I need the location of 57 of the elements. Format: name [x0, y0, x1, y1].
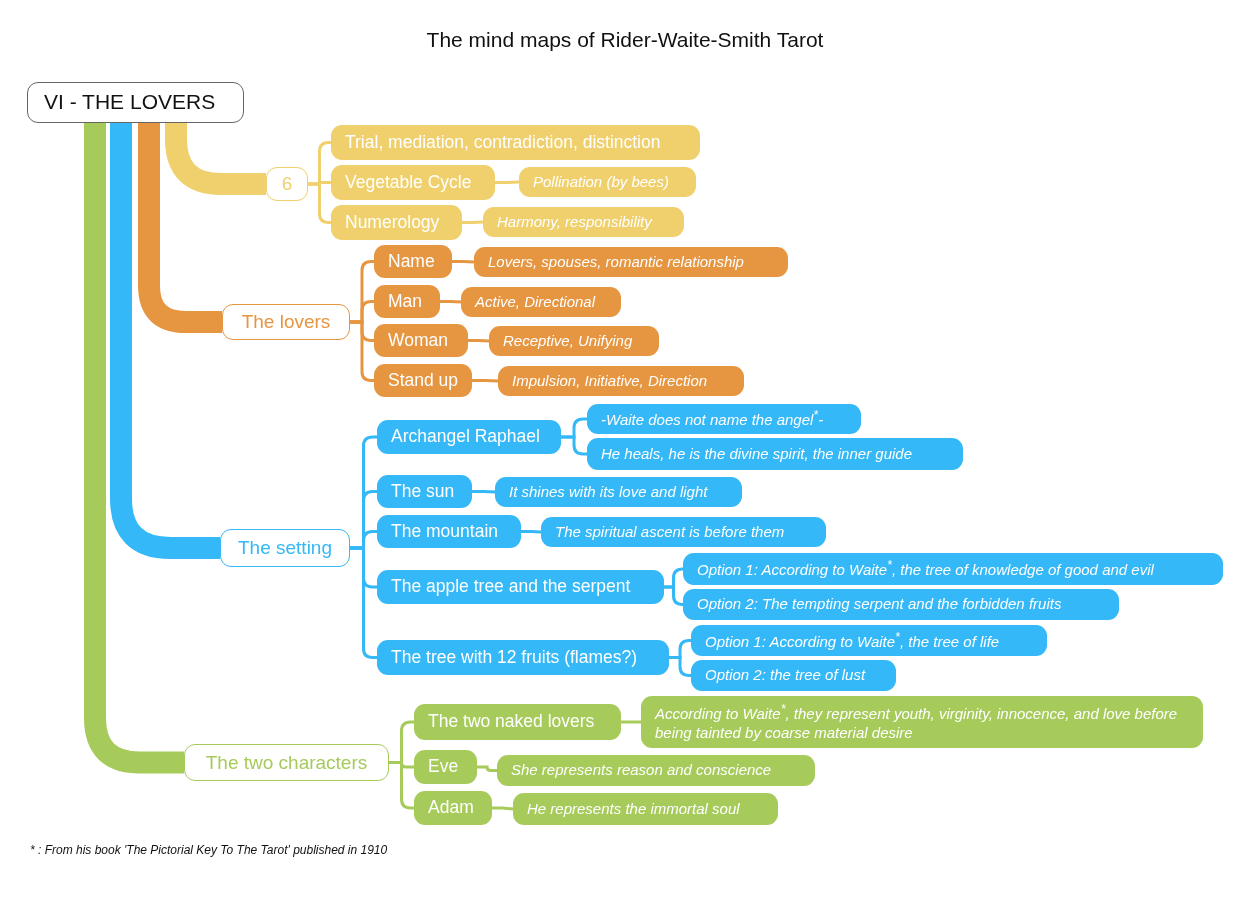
subtopic-box: Trial, mediation, contradiction, distinction — [331, 125, 700, 160]
central-topic-box: VI - THE LOVERS — [27, 82, 244, 123]
subtopic-box: The mountain — [377, 515, 521, 548]
detail-box: Active, Directional — [461, 287, 621, 317]
detail-box: According to Waite$^{*}$, they represent youth, virginity, innocence, and love before being tainted by coarse material desire — [641, 696, 1203, 748]
connector-line — [495, 180, 520, 184]
diagram-title: The mind maps of Rider-Waite-Smith Tarot — [425, 28, 825, 52]
connector-line — [452, 260, 475, 264]
subtopic-box: Adam — [414, 791, 492, 825]
connector-line — [468, 339, 490, 343]
subtopic-box: Vegetable Cycle — [331, 165, 495, 200]
detail-box: She represents reason and conscience — [497, 755, 815, 786]
branch-topic-box: The two characters — [184, 744, 389, 781]
connector-line — [350, 320, 374, 382]
detail-box: Pollination (by bees) — [519, 167, 696, 197]
footnote: * : From his book 'The Pictorial Key To The Tarot' published in 1910 — [30, 843, 388, 857]
connector-line — [664, 585, 684, 606]
subtopic-box: The apple tree and the serpent — [377, 570, 664, 604]
subtopic-box: Man — [374, 285, 440, 318]
detail-box: Impulsion, Initiative, Direction — [498, 366, 744, 396]
connector-line — [492, 806, 514, 811]
detail-box: It shines with its love and light — [495, 477, 742, 507]
branch-topic-box: The setting — [220, 529, 350, 567]
detail-box: Receptive, Unifying — [489, 326, 659, 356]
detail-box: Option 1: According to Waite$^{*}$, the tree of knowledge of good and evil — [683, 553, 1223, 585]
detail-box: The spiritual ascent is before them — [541, 517, 826, 547]
connector-line — [521, 530, 542, 534]
connector-line — [477, 765, 497, 772]
subtopic-box: Stand up — [374, 364, 472, 397]
subtopic-box: The two naked lovers — [414, 704, 621, 740]
connector-line — [669, 656, 692, 677]
detail-box: Lovers, spouses, romantic relationship — [474, 247, 788, 277]
subtopic-box: The tree with 12 fruits (flames?) — [377, 640, 669, 675]
connector-line — [389, 761, 414, 810]
subtopic-box: Numerology — [331, 205, 462, 240]
subtopic-box: Eve — [414, 750, 477, 784]
connector-line — [472, 379, 499, 383]
detail-box: He heals, he is the divine spirit, the inner guide — [587, 438, 963, 470]
branch-topic-box: 6 — [266, 167, 308, 201]
connector-line — [621, 720, 641, 724]
branch-topic-box: The lovers — [222, 304, 350, 340]
detail-box: He represents the immortal soul — [513, 793, 778, 825]
connector-line — [561, 435, 587, 456]
connector-line — [308, 182, 331, 224]
detail-box: Harmony, responsibility — [483, 207, 684, 237]
subtopic-box: Name — [374, 245, 452, 278]
subtopic-box: The sun — [377, 475, 472, 508]
detail-box: -Waite does not name the angel$^{*}$- — [587, 404, 861, 434]
connector-line — [440, 300, 462, 304]
detail-box: Option 2: the tree of lust — [691, 660, 896, 691]
connector-line — [350, 546, 377, 659]
subtopic-box: Archangel Raphael — [377, 420, 561, 454]
connector-line — [472, 490, 496, 494]
detail-box: Option 1: According to Waite$^{*}$, the tree of life — [691, 625, 1047, 656]
subtopic-box: Woman — [374, 324, 468, 357]
detail-box: Option 2: The tempting serpent and the forbidden fruits — [683, 589, 1119, 620]
connector-line — [462, 220, 484, 224]
